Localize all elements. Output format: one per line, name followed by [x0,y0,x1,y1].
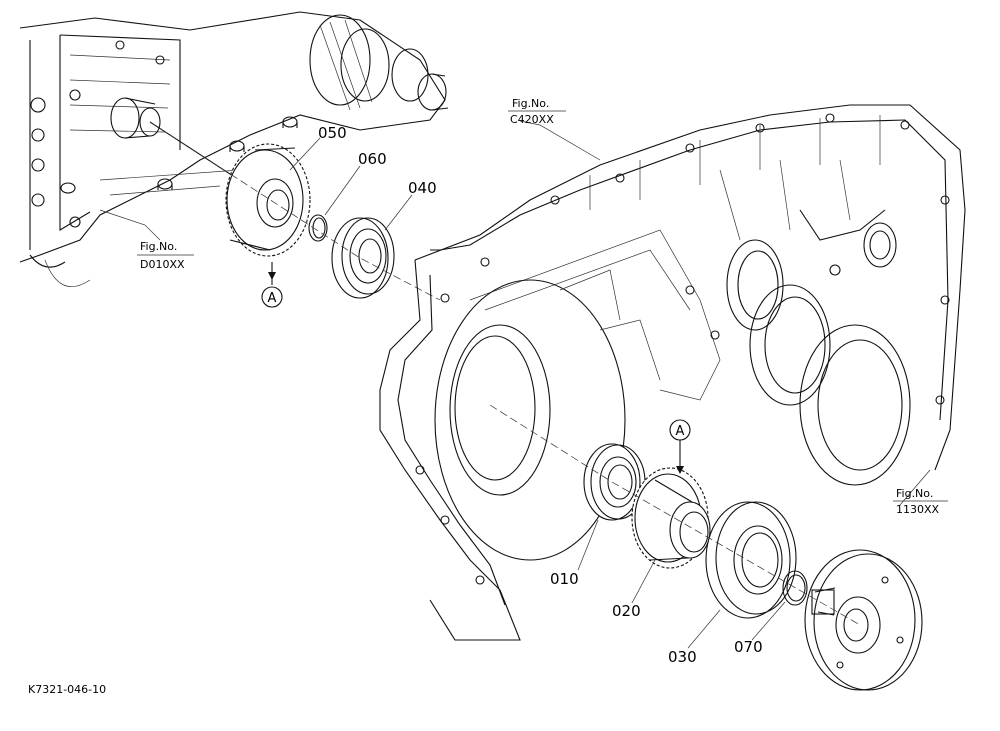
label-060: 060 [358,150,387,168]
circlip-060-drawing [308,214,328,242]
label-050: 050 [318,124,347,142]
marker-a-upper-label: A [268,291,277,306]
part-labels: 050 060 040 010 020 030 070 [318,124,763,666]
fig-ref-1130-title: Fig.No. [896,487,933,500]
fig-ref-c420: Fig.No. C420XX [508,97,566,126]
leader-lines [99,120,931,649]
gear-050-drawing [225,143,311,257]
fig-ref-1130: Fig.No. 1130XX [893,487,948,516]
gear-020-drawing [631,467,711,569]
main-case-drawing [379,104,966,641]
oring-070-drawing [782,570,808,606]
fig-ref-d010: Fig.No. D010XX [137,240,194,271]
label-070: 070 [734,638,763,656]
fig-ref-c420-code: C420XX [510,113,554,126]
fig-ref-c420-title: Fig.No. [512,97,549,110]
label-040: 040 [408,179,437,197]
marker-a-upper: A [261,286,283,308]
fig-ref-d010-code: D010XX [140,258,185,271]
drawing-code: K7321-046-10 [28,683,106,696]
marker-a-lower: A [669,419,691,441]
marker-a-lower-label: A [676,424,685,439]
label-020: 020 [612,602,641,620]
cover-1130-drawing [804,549,923,691]
fig-ref-d010-title: Fig.No. [140,240,177,253]
bearing-040-drawing [331,217,395,299]
seal-030-drawing [705,501,797,619]
label-030: 030 [668,648,697,666]
label-010: 010 [550,570,579,588]
fig-ref-1130-code: 1130XX [896,503,940,516]
